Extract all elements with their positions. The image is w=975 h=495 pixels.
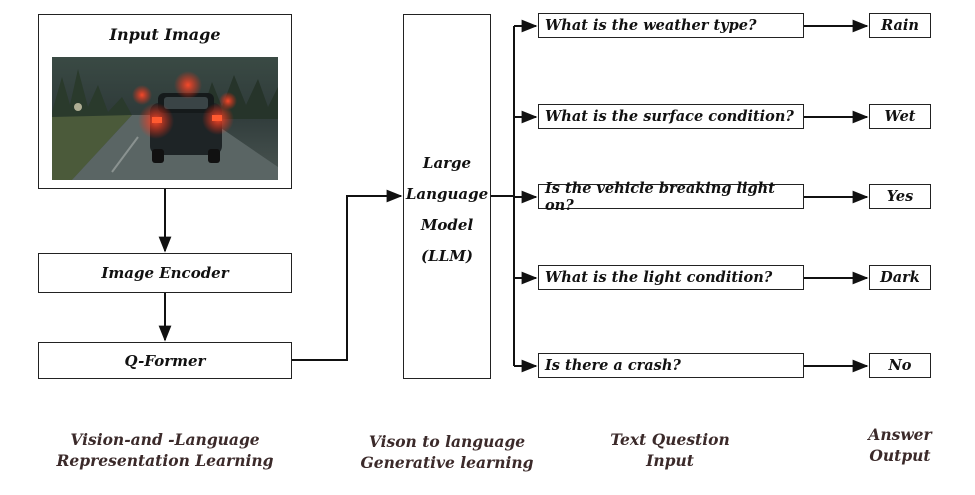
answer-text: Wet: [884, 108, 916, 125]
question-box-5: Is there a crash?: [538, 353, 804, 378]
caption-line: Text Question: [610, 430, 730, 449]
answer-box-1: Rain: [869, 13, 931, 38]
question-box-2: What is the surface condition?: [538, 104, 804, 129]
caption-line: Vision-and -Language: [70, 430, 260, 449]
question-box-4: What is the light condition?: [538, 265, 804, 290]
image-encoder-box: Image Encoder: [38, 253, 292, 293]
answer-text: Rain: [881, 17, 919, 34]
caption-line: Representation Learning: [56, 451, 274, 470]
q-former-label: Q-Former: [124, 351, 206, 370]
answer-text: Dark: [880, 269, 920, 286]
question-text: Is the vehicle breaking light on?: [545, 179, 775, 214]
input-image-panel: Input Image: [38, 14, 292, 189]
question-text: What is the surface condition?: [545, 108, 794, 125]
answer-box-3: Yes: [869, 184, 931, 209]
question-text: What is the light condition?: [545, 269, 773, 286]
llm-line-4: (LLM): [421, 247, 473, 265]
llm-box: Large Language Model (LLM): [403, 14, 491, 379]
answer-text: No: [888, 357, 912, 374]
question-text: Is there a crash?: [545, 357, 681, 374]
caption-line: Generative learning: [360, 453, 534, 472]
answer-box-2: Wet: [869, 104, 931, 129]
caption-representation: Vision-and -Language Representation Lear…: [40, 429, 290, 471]
caption-line: Output: [869, 446, 931, 465]
question-box-1: What is the weather type?: [538, 13, 804, 38]
arrow-qformer-to-llm: [292, 189, 403, 361]
answer-text: Yes: [886, 188, 914, 205]
q-former-box: Q-Former: [38, 342, 292, 379]
caption-line: Input: [646, 451, 694, 470]
caption-generative: Vison to language Generative learning: [352, 431, 542, 473]
llm-line-3: Model: [420, 216, 474, 234]
answer-box-4: Dark: [869, 265, 931, 290]
image-encoder-label: Image Encoder: [101, 264, 229, 282]
question-box-3: Is the vehicle breaking light on?: [538, 180, 804, 214]
caption-answer-output: Answer Output: [845, 424, 955, 466]
caption-line: Vison to language: [368, 432, 526, 451]
question-text: What is the weather type?: [545, 17, 757, 34]
llm-line-1: Large: [422, 154, 472, 172]
caption-text-question: Text Question Input: [595, 429, 745, 471]
answer-box-5: No: [869, 353, 931, 378]
llm-line-2: Language: [405, 185, 489, 203]
caption-line: Answer: [868, 425, 932, 444]
input-image-title: Input Image: [109, 25, 221, 44]
road-scene-image: [52, 57, 278, 180]
